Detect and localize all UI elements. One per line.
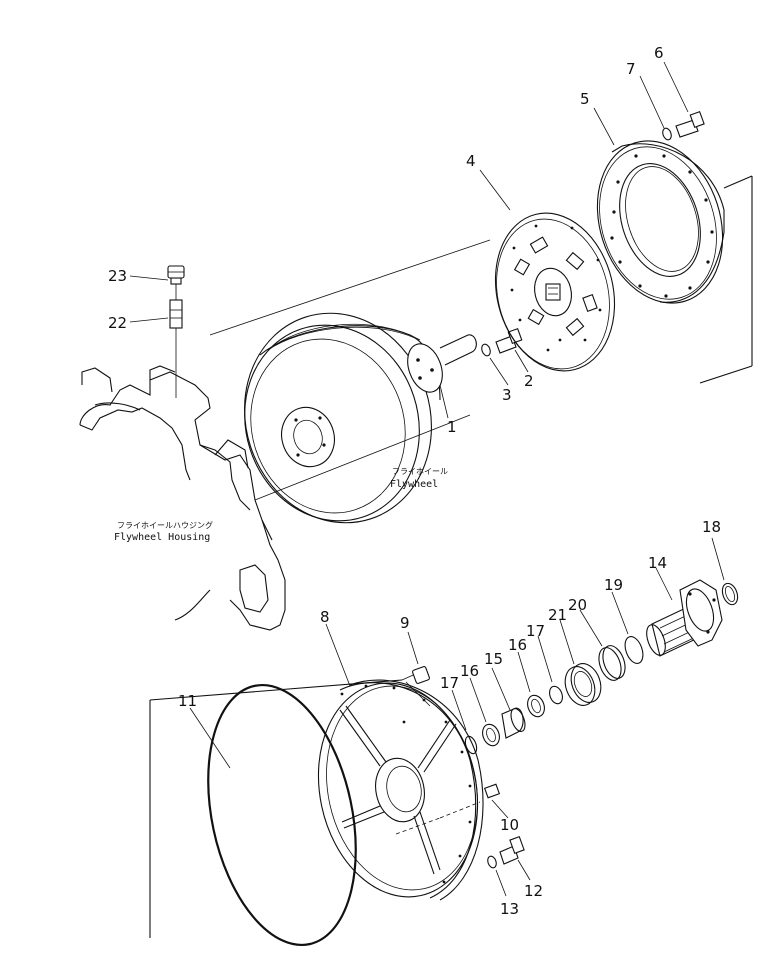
- ring-plate-part-5: 5: [580, 90, 725, 304]
- damper-disc-part-4: 4: [466, 152, 616, 372]
- part-label-4: 4: [466, 152, 476, 170]
- part-label-9: 9: [400, 614, 410, 632]
- upper-assembly-frame: [209, 175, 753, 501]
- plug-part-10: 10: [483, 783, 519, 834]
- o-ring-part-11: 11: [178, 683, 357, 947]
- bolt-washer-parts-2-3: 3 2: [481, 327, 534, 404]
- part-label-10: 10: [500, 816, 519, 834]
- o-ring-part-18: 18: [702, 518, 739, 606]
- part-label-7: 7: [626, 60, 636, 78]
- part-label-16b: 16: [508, 636, 527, 654]
- part-label-18: 18: [702, 518, 721, 536]
- bearing-stack: 17 16 15 16 17: [440, 622, 563, 755]
- plug-part-9: 9: [400, 614, 431, 707]
- part-label-12: 12: [524, 882, 543, 900]
- part-label-15: 15: [484, 650, 503, 668]
- flywheel: フライホイール Flywheel: [244, 312, 448, 524]
- part-label-17b: 17: [526, 622, 545, 640]
- part-label-21: 21: [548, 606, 567, 624]
- part-label-23: 23: [108, 267, 127, 285]
- part-label-5: 5: [580, 90, 590, 108]
- part-label-11: 11: [178, 692, 197, 710]
- seal-part-20: 20: [568, 596, 626, 681]
- ring-part-19: 19: [604, 576, 644, 664]
- part-label-13: 13: [500, 900, 519, 918]
- roller-bearing-part-21: 21: [548, 606, 602, 706]
- housing-japanese-label: フライホイールハウジング: [117, 520, 213, 530]
- fitting-and-plug: 23 22: [108, 265, 185, 398]
- flywheel-housing: フライホイールハウジング Flywheel Housing: [79, 365, 286, 631]
- part-label-16a: 16: [460, 662, 479, 680]
- bolt-washer-parts-6-7: 7 6: [626, 44, 705, 141]
- part-label-19: 19: [604, 576, 623, 594]
- shaft-flange-part-1: 1: [407, 334, 477, 436]
- part-label-2: 2: [524, 372, 534, 390]
- part-label-1: 1: [447, 418, 457, 436]
- part-label-17a: 17: [440, 674, 459, 692]
- bolt-washer-parts-12-13: 13 12: [487, 836, 543, 918]
- part-label-20: 20: [568, 596, 587, 614]
- part-label-14: 14: [648, 554, 667, 572]
- coupling-part-14: 14: [646, 554, 723, 657]
- housing-english-label: Flywheel Housing: [114, 532, 210, 543]
- part-label-6: 6: [654, 44, 664, 62]
- cover-part-8: 8: [317, 608, 484, 901]
- part-label-8: 8: [320, 608, 330, 626]
- flywheel-japanese-label: フライホイール: [392, 467, 448, 476]
- part-label-22: 22: [108, 314, 127, 332]
- flywheel-english-label: Flywheel: [390, 479, 438, 490]
- part-label-3: 3: [502, 386, 512, 404]
